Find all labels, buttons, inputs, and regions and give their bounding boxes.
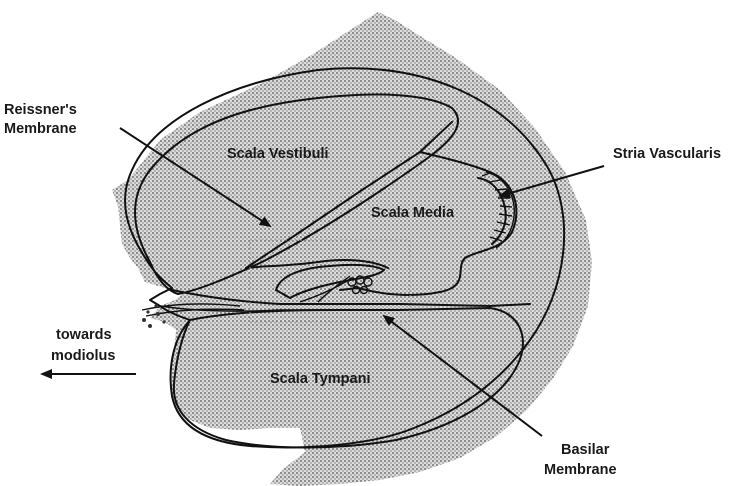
label-scala-media: Scala Media xyxy=(371,205,455,221)
label-reissners-line1: Reissner's xyxy=(4,102,77,118)
label-scala-vestibuli: Scala Vestibuli xyxy=(227,146,329,162)
label-basilar-line1: Basilar xyxy=(561,442,610,458)
label-basilar-line2: Membrane xyxy=(544,462,617,478)
label-scala-tympani: Scala Tympani xyxy=(270,371,370,387)
label-stria-vascularis: Stria Vascularis xyxy=(613,146,721,162)
label-reissners-line2: Membrane xyxy=(4,121,77,137)
label-towards-line1: towards xyxy=(56,327,112,343)
label-towards-line2: modiolus xyxy=(51,348,115,364)
